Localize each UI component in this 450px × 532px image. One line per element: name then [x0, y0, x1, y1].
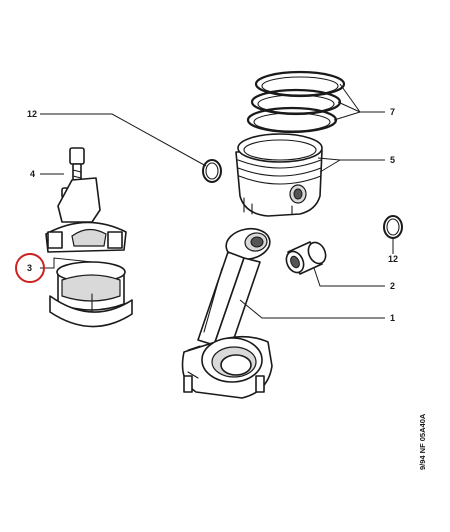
- callout-3: 3: [27, 263, 32, 273]
- callout-1: 1: [390, 313, 395, 323]
- callout-2: 2: [390, 281, 395, 291]
- callout-12-right: 12: [388, 254, 398, 264]
- callout-12-left: 12: [27, 109, 37, 119]
- reference-code: 9/94 NF 05A40A: [418, 413, 427, 470]
- connecting-rod: [181, 227, 273, 399]
- piston-rings: [246, 70, 346, 134]
- gudgeon-pin: [285, 241, 327, 275]
- highlight-circle: [15, 253, 45, 283]
- callout-7: 7: [390, 107, 395, 117]
- leader-lines: [40, 83, 394, 319]
- piston: [235, 133, 323, 217]
- callout-5: 5: [390, 155, 395, 165]
- callout-4: 4: [30, 169, 35, 179]
- circlip-left: [202, 159, 222, 183]
- circlip-right: [383, 215, 403, 239]
- rod-cap-fragment: [45, 177, 127, 253]
- bearing-shell: [49, 261, 133, 328]
